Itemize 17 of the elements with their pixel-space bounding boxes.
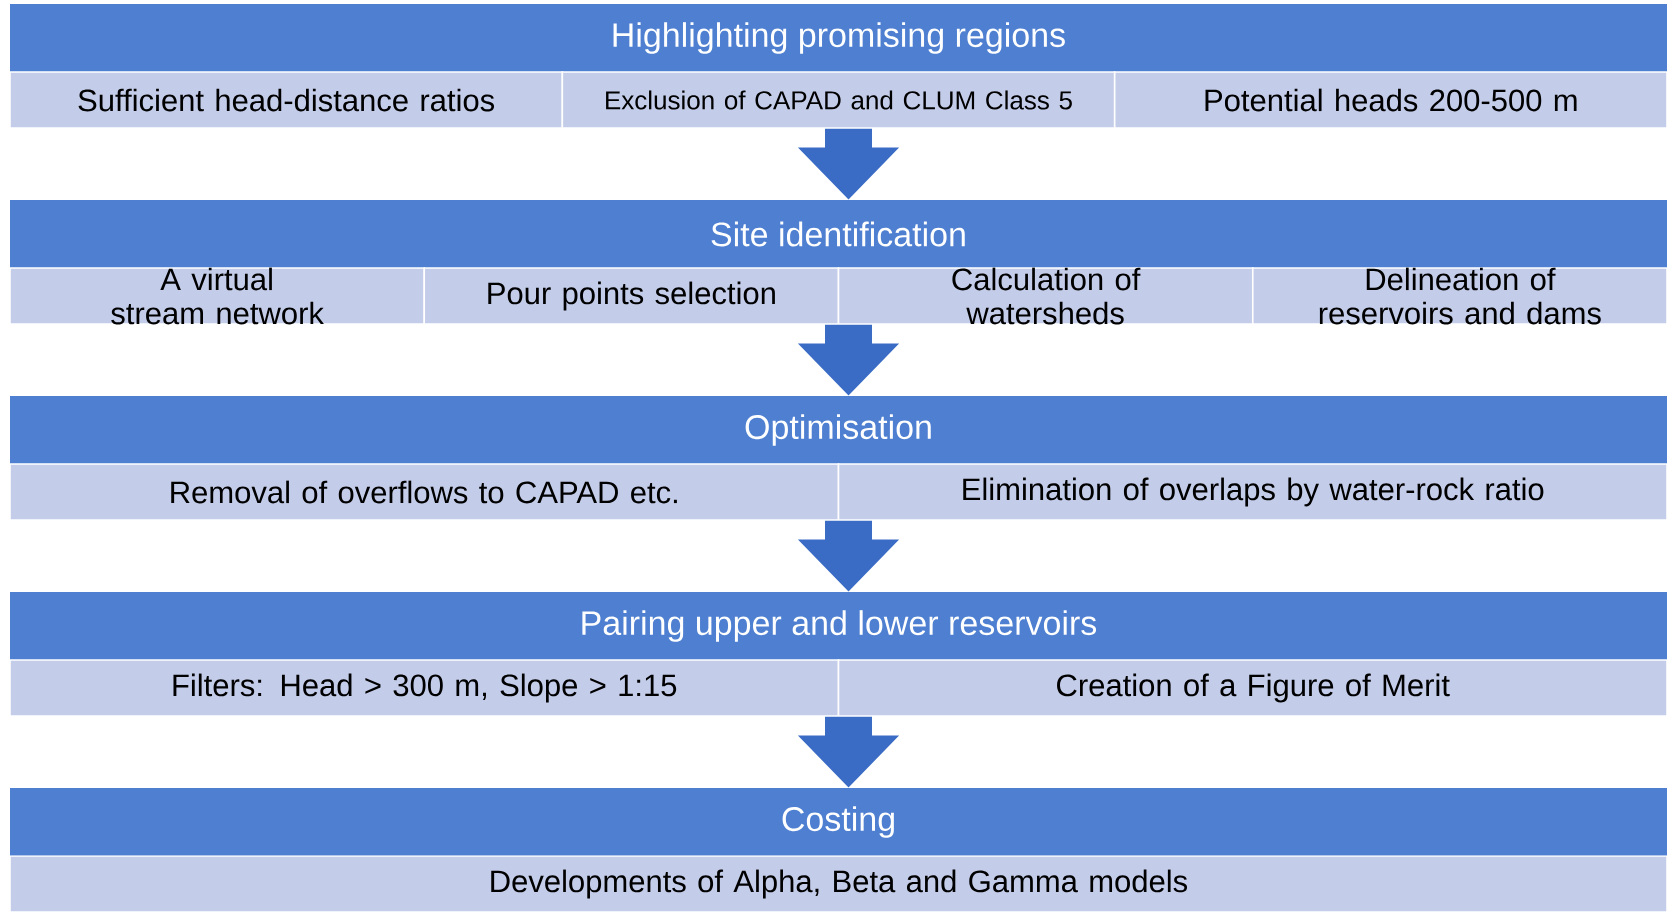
stage-header: Highlighting promising regions [10,4,1667,72]
step-cell: Exclusion of CAPAD and CLUM Class 5 [561,71,1116,129]
step-cell: Developments of Alpha, Beta and Gamma models [9,855,1667,912]
step-cell: A virtual stream network [9,267,426,325]
step-cell: Filters: Head > 300 m, Slope > 1:15 [9,659,840,717]
stage-header: Costing [10,788,1667,856]
step-cell: Delineation of reservoirs and dams [1251,267,1667,325]
stage-header: Optimisation [10,396,1667,464]
step-cell: Sufficient head-distance ratios [9,71,564,129]
step-cell: Elimination of overlaps by water-rock ratio [837,463,1667,521]
stage-header: Site identification [10,200,1667,268]
step-cell: Calculation of watersheds [837,267,1254,325]
stage-header: Pairing upper and lower reservoirs [10,592,1667,660]
step-cell: Creation of a Figure of Merit [837,659,1667,717]
step-cell: Potential heads 200-500 m [1113,71,1667,129]
step-cell: Pour points selection [423,267,840,325]
step-cell: Removal of overflows to CAPAD etc. [9,463,840,521]
